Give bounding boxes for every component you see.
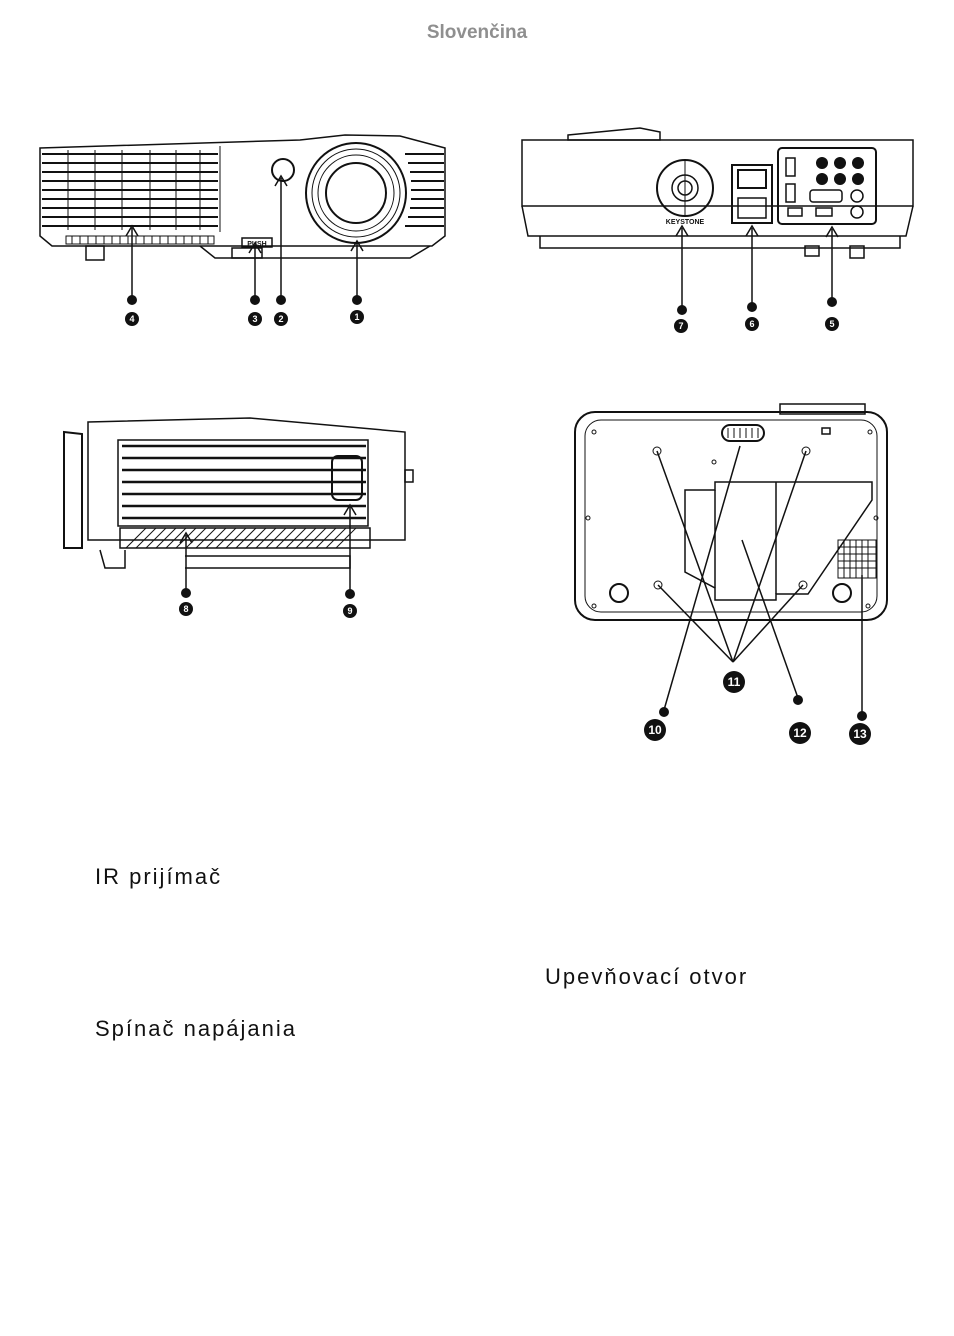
callout-5: 5 <box>829 319 834 329</box>
callout-6: 6 <box>749 319 754 329</box>
callout-2: 2 <box>278 314 283 324</box>
callout-8: 8 <box>183 604 188 614</box>
callout-13: 13 <box>853 727 867 741</box>
page-language-header: Slovenčina <box>426 22 528 43</box>
callout-9: 9 <box>347 606 352 616</box>
callout-7: 7 <box>678 321 683 331</box>
bottom-view-diagram: 11 10 12 13 <box>574 403 888 745</box>
callout-3: 3 <box>252 314 257 324</box>
callout-10: 10 <box>648 723 662 737</box>
front-view-diagram: PUSH 4 3 2 1 <box>39 134 446 326</box>
push-button-label: PUSH <box>247 241 266 248</box>
callout-11: 11 <box>728 675 741 689</box>
callout-1: 1 <box>354 312 359 322</box>
label-power-switch: Spínač napájania <box>95 1016 298 1041</box>
label-mounting-hole: Upevňovací otvor <box>545 964 749 989</box>
label-ir-receiver: IR prijímač <box>95 864 223 889</box>
callout-12: 12 <box>793 726 807 740</box>
projector-diagrams: PUSH 4 3 2 1 <box>39 127 914 745</box>
rear-view-diagram: KEYSTONE 7 6 5 <box>521 127 914 333</box>
callout-4: 4 <box>129 314 134 324</box>
side-view-diagram: 8 9 <box>63 417 414 618</box>
keystone-label: KEYSTONE <box>666 219 705 226</box>
